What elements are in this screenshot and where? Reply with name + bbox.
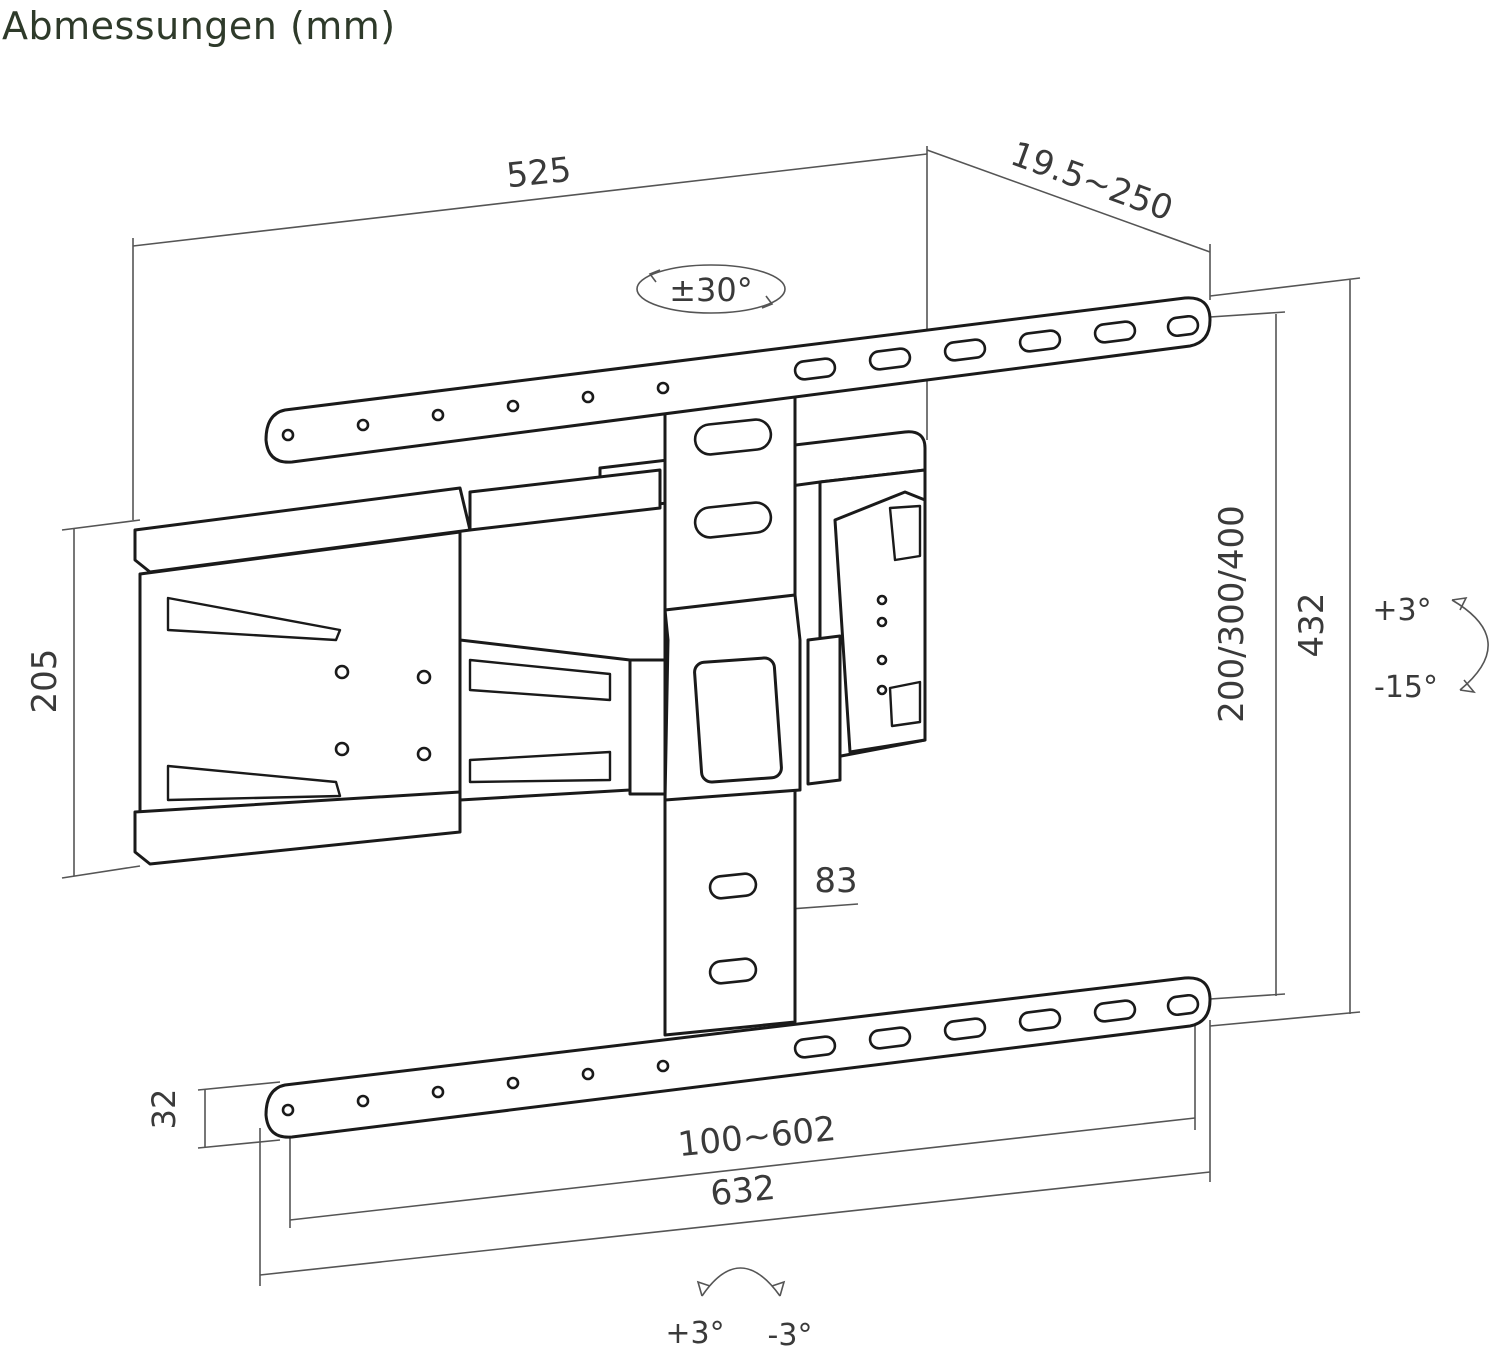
center-column (663, 393, 802, 1037)
page-title: Abmessungen (mm) (2, 4, 396, 48)
label-tilt-up: +3° (1372, 593, 1431, 628)
bottom-rail (264, 976, 1212, 1139)
label-rail-height: 32 (145, 1089, 183, 1130)
swivel-indicator (636, 264, 786, 314)
label-arm-height: 205 (25, 649, 65, 714)
label-rail-length: 632 (708, 1168, 777, 1215)
label-rotate-plus: +3° (665, 1316, 724, 1351)
rotate-indicator (696, 1267, 786, 1297)
tilt-indicator (1451, 596, 1489, 694)
label-depth: 19.5~250 (1005, 134, 1178, 229)
top-rail (264, 296, 1212, 464)
label-tilt-down: -15° (1374, 670, 1438, 705)
label-rotate-minus: -3° (768, 1318, 813, 1353)
wall-plate (133, 468, 670, 866)
label-column-width: 83 (814, 861, 857, 901)
label-swivel: ±30° (669, 271, 753, 309)
label-plate-height: 432 (1292, 593, 1332, 658)
label-vesa-horizontal: 100~602 (676, 1109, 838, 1165)
label-vesa-vertical: 200/300/400 (1212, 505, 1252, 723)
label-width: 525 (504, 150, 573, 197)
